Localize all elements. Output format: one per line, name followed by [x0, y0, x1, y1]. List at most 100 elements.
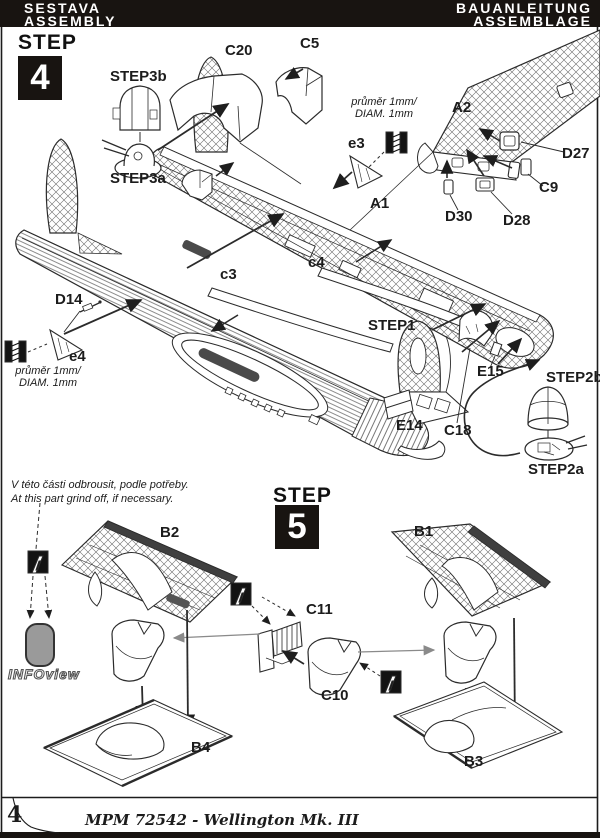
- label-d30: D30: [445, 208, 473, 225]
- drill-note-line2: DIAM. 1mm: [18, 377, 78, 389]
- e3-arrow: [332, 171, 353, 190]
- label-b2: B2: [160, 524, 180, 541]
- label-c20: C20: [225, 42, 253, 59]
- label-b1: B1: [414, 523, 434, 540]
- header-left-line2: ASSEMBLY: [24, 13, 117, 29]
- label-e14: E14: [396, 417, 423, 434]
- step4-number: 4: [18, 56, 62, 100]
- kit-title: MPM 72542 - Wellington Mk. III: [85, 811, 359, 829]
- page-frame: [0, 27, 600, 838]
- label-d14: D14: [55, 291, 83, 308]
- step1-cockpit-assembly: [397, 320, 470, 425]
- c20-pointer-line: [239, 142, 302, 185]
- part-d27: [499, 131, 520, 151]
- part-step2b-dome: [527, 386, 569, 431]
- label-c18: C18: [444, 422, 472, 439]
- part-e15: [489, 341, 503, 357]
- block-arrow: [215, 162, 235, 177]
- part-step2a-turret: [524, 435, 588, 461]
- part-e4-mast: [49, 328, 84, 361]
- same-assembly-arrow-left: [172, 632, 261, 643]
- label-a2: A2: [452, 99, 472, 116]
- label-b4: B4: [191, 739, 211, 756]
- c18-pointer: [456, 347, 471, 424]
- page-number: 4: [7, 802, 23, 828]
- drill-note-line1: průměr 1mm/: [15, 365, 81, 377]
- part-e3-mast: [349, 154, 384, 189]
- cockpit-arrows: [431, 303, 523, 365]
- label-c4: c4: [308, 254, 325, 271]
- header-right-line1: BAUANLEITUNG: [456, 0, 592, 16]
- part-d28: [475, 177, 495, 192]
- label-step2b: STEP2b: [546, 369, 600, 386]
- infoview-dash: [35, 502, 41, 550]
- wing-b4-lower: [42, 698, 234, 788]
- c10-to-c11-arrow: [281, 650, 305, 665]
- fuselage-join-arrow: [186, 213, 285, 269]
- infoview-label: INFOview: [7, 665, 80, 682]
- part-e14-panels: [383, 389, 414, 420]
- step5-word: STEP: [273, 484, 332, 507]
- label-e15: E15: [477, 363, 504, 380]
- c5-to-c20-arrow: [284, 66, 304, 80]
- label-e3: e3: [348, 135, 365, 152]
- c3-arrow: [210, 314, 239, 332]
- label-c3: c3: [220, 266, 237, 283]
- grind-dash-arrow: [251, 605, 271, 625]
- wing-b2-upper: [60, 520, 239, 623]
- label-e4: e4: [69, 348, 86, 365]
- small-block-part: [181, 169, 213, 201]
- c4-arrow: [355, 239, 393, 263]
- label-step1: STEP1: [368, 317, 416, 334]
- wing-b1-upper: [390, 523, 552, 617]
- part-nacelle-left: [111, 619, 165, 682]
- drill-diameter-icon: [4, 340, 27, 363]
- label-d27: D27: [562, 145, 590, 162]
- part-c10-intake: [307, 637, 362, 696]
- label-c9: C9: [539, 179, 559, 196]
- a2-arrows: [440, 128, 513, 178]
- info-view-blob: [25, 623, 55, 667]
- label-step3a: STEP3a: [110, 170, 166, 187]
- grind-off-icon: [27, 550, 49, 574]
- part-d30: [443, 179, 454, 195]
- infoview-dash-arrow: [26, 575, 35, 619]
- part-c9: [507, 158, 532, 179]
- e4-arrow: [63, 299, 143, 335]
- label-c11: C11: [306, 601, 333, 618]
- header-left-line1: SESTAVA: [24, 0, 102, 16]
- part-d14-pitot: [79, 300, 102, 313]
- part-c3-strip: [207, 287, 394, 353]
- drill-dash-line: [367, 151, 385, 169]
- turret-to-nose-arrow: [463, 359, 541, 457]
- wing-centre-section-a2: [349, 29, 600, 231]
- part-step3b-fairing: [112, 85, 161, 131]
- label-d28: D28: [503, 212, 531, 229]
- grind-dash-arrow: [261, 596, 296, 617]
- label-step2a: STEP2a: [528, 461, 584, 478]
- label-b3: B3: [464, 753, 484, 770]
- label-a1: A1: [370, 195, 390, 212]
- label-c10: C10: [321, 687, 349, 704]
- step5-number: 5: [275, 505, 319, 549]
- part-c5: [275, 67, 323, 125]
- e15-pointer: [489, 355, 496, 369]
- grind-off-icon: [230, 582, 252, 606]
- part-step3a-turret: [101, 139, 162, 179]
- d14-pointer: [63, 310, 81, 333]
- grind-note: V této části odbrousit, podle potřeby. A…: [11, 478, 189, 506]
- part-nacelle-right: [443, 621, 497, 684]
- grind-note-line2: At this part grind off, if necessary.: [11, 493, 174, 505]
- step4-word: STEP: [18, 31, 77, 54]
- drill-note-right: průměr 1mm/ DIAM. 1mm: [342, 96, 426, 120]
- drill-dash-line: [27, 343, 48, 353]
- header-bar: SESTAVA ASSEMBLY BAUANLEITUNG ASSEMBLAGE: [0, 0, 600, 29]
- a2-pointer-lines: [449, 141, 565, 215]
- drill-note-left: průměr 1mm/ DIAM. 1mm: [2, 365, 94, 389]
- step3a-arrow: [157, 103, 230, 151]
- part-c11-radiator: [257, 621, 303, 673]
- drill-note-line2: DIAM. 1mm: [354, 108, 414, 120]
- wing-b3-lower: [392, 681, 564, 769]
